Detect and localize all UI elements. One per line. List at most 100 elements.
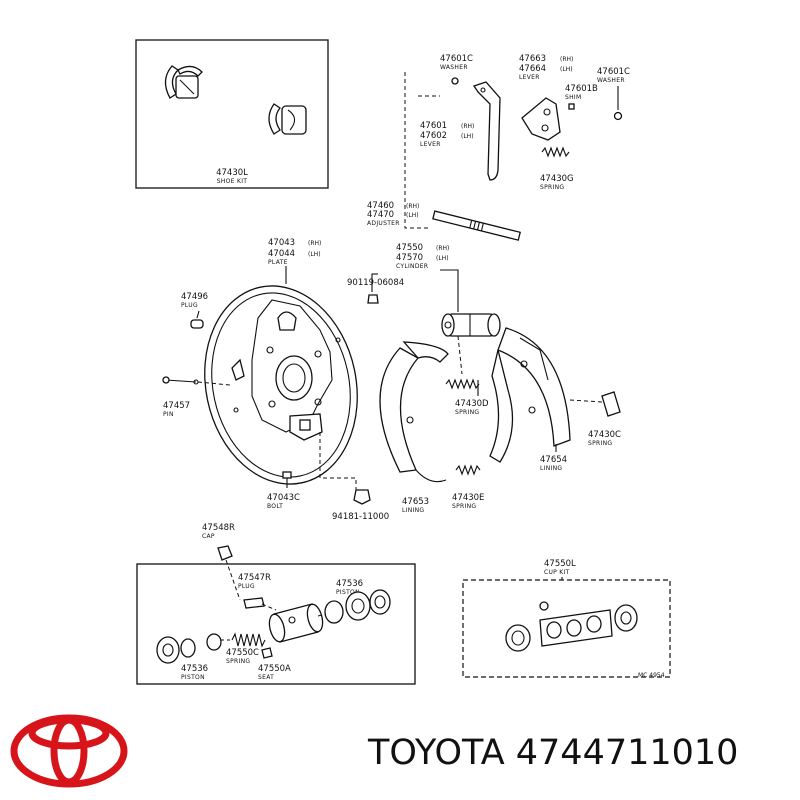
lever-short — [521, 97, 561, 141]
nut-number: 94181-11000 — [332, 512, 389, 522]
lining-654-number: 47654 — [540, 455, 567, 465]
cap — [217, 545, 233, 561]
lever-name: LEVER — [519, 74, 540, 81]
pin-name: PIN — [163, 411, 174, 418]
cup-inset — [324, 600, 344, 624]
brand-footer — [10, 714, 128, 788]
spring-e — [455, 464, 481, 476]
bolt-number: 47043C — [267, 493, 300, 503]
seat — [261, 647, 273, 659]
cylinder-rh-number: 47550 — [396, 243, 423, 253]
spring-inset-number: 47550C — [226, 648, 259, 658]
brake-shoe-right — [489, 327, 571, 463]
spring-c-name: SPRING — [588, 440, 612, 447]
spring-d-name: SPRING — [455, 409, 479, 416]
spring-d-number: 47430D — [455, 399, 489, 409]
lever-left-name: LEVER — [420, 141, 441, 148]
brake-shoe-illustration — [164, 65, 203, 99]
cylinder-rh-tag: (RH) — [436, 245, 449, 252]
lever-rh-number: 47663 — [519, 54, 546, 64]
spring-e-number: 47430E — [452, 493, 484, 503]
plate-rh-tag: (RH) — [308, 240, 321, 247]
lever-left-rh-number: 47601 — [420, 121, 447, 131]
cylinder-inset-panel: 47547R PLUG 47536 PISTON 47550C SPRING 4… — [136, 563, 416, 685]
lever-long — [472, 81, 501, 181]
piston-bottom-number: 47536 — [181, 664, 208, 674]
backing-plate — [204, 285, 358, 485]
shim-name: SHIM — [565, 94, 581, 101]
piston-inset-top — [345, 591, 371, 621]
spring-inset — [231, 632, 266, 648]
shoe-kit-name: SHOE KIT — [217, 178, 248, 185]
washer-right-number: 47601C — [597, 67, 630, 77]
shoe-kit-number: 47430L — [216, 168, 248, 178]
piston-bottom-name: PISTON — [181, 674, 205, 681]
lever-left-rh-tag: (RH) — [461, 123, 474, 130]
cylinder-body — [268, 603, 324, 643]
cylinder-lh-number: 47570 — [396, 253, 423, 263]
plug-left-number: 47496 — [181, 292, 208, 302]
brake-shoe-left — [379, 341, 449, 483]
brake-shoe-illustration — [268, 103, 307, 135]
shim-number: 47601B — [565, 84, 598, 94]
lining-654-name: LINING — [540, 465, 562, 472]
spring-d — [445, 378, 480, 390]
plug-inset — [243, 597, 265, 609]
spring-inset-name: SPRING — [226, 658, 250, 665]
screw-number: 90119-06084 — [347, 278, 404, 288]
adjuster-lh-number: 47470 — [367, 210, 394, 220]
spring-g — [541, 146, 570, 158]
plug-inset-number: 47547R — [238, 573, 271, 583]
plate-lh-tag: (LH) — [308, 251, 321, 258]
washer-right — [613, 111, 623, 121]
cap-name: CAP — [202, 533, 215, 540]
washer-top-number: 47601C — [440, 54, 473, 64]
lining-653-number: 47653 — [402, 497, 429, 507]
spring-g-name: SPRING — [540, 184, 564, 191]
lever-group: 47601C WASHER 47663 (RH) 47664 (LH) LEVE… — [420, 54, 630, 191]
plate-lh-number: 47044 — [268, 249, 295, 259]
bolt — [282, 471, 292, 488]
plug-left-name: PLUG — [181, 302, 198, 309]
shim — [568, 103, 575, 110]
adjuster-rh-number: 47460 — [367, 201, 394, 211]
washer-right-name: WASHER — [597, 77, 625, 84]
adjuster-lh-tag: (LH) — [406, 212, 419, 219]
cup-kit-number: 47550L — [544, 559, 576, 569]
spring-g-number: 47430G — [540, 174, 574, 184]
nut — [353, 489, 371, 505]
brake-exploded-diagram: 47430L SHOE KIT 47601C WASHER 47663 (RH)… — [135, 39, 671, 685]
adjuster-group: 47460 (RH) 47470 (LH) ADJUSTER — [367, 201, 521, 241]
wheel-cylinder — [441, 313, 501, 337]
toyota-logo-icon — [10, 714, 128, 788]
cylinder-lh-tag: (LH) — [436, 255, 449, 262]
lever-lh-number: 47664 — [519, 64, 546, 74]
piston-top-number: 47536 — [336, 579, 363, 589]
lever-left-lh-number: 47602 — [420, 131, 447, 141]
shoe-kit-panel: 47430L SHOE KIT — [135, 39, 329, 189]
seat-name: SEAT — [258, 674, 274, 681]
washer-top — [451, 77, 459, 85]
adjuster-name: ADJUSTER — [367, 220, 400, 227]
cup-kit-name: CUP KIT — [544, 569, 570, 576]
bolt-name: BOLT — [267, 503, 283, 510]
spring-e-name: SPRING — [452, 503, 476, 510]
cylinder-name: CYLINDER — [396, 263, 428, 270]
lining-653-name: LINING — [402, 507, 424, 514]
adjuster-rh-tag: (RH) — [406, 203, 419, 210]
lever-left-lh-tag: (LH) — [461, 133, 474, 140]
diagram-code: MC 4954 — [638, 672, 665, 679]
adjuster — [432, 210, 521, 241]
screw — [367, 294, 379, 304]
plug-left — [190, 319, 204, 329]
piston-top-name: PISTON — [336, 589, 360, 596]
piston-inset-bottom — [156, 636, 180, 664]
pin-number: 47457 — [163, 401, 190, 411]
plate-rh-number: 47043 — [268, 238, 295, 248]
lever-lh-tag: (LH) — [560, 66, 573, 73]
cup-kit-panel: 47550L CUP KIT MC 4954 — [462, 559, 671, 679]
pin — [162, 376, 199, 385]
washer-top-name: WASHER — [440, 64, 468, 71]
cap-number: 47548R — [202, 523, 235, 533]
seat-number: 47550A — [258, 664, 291, 674]
